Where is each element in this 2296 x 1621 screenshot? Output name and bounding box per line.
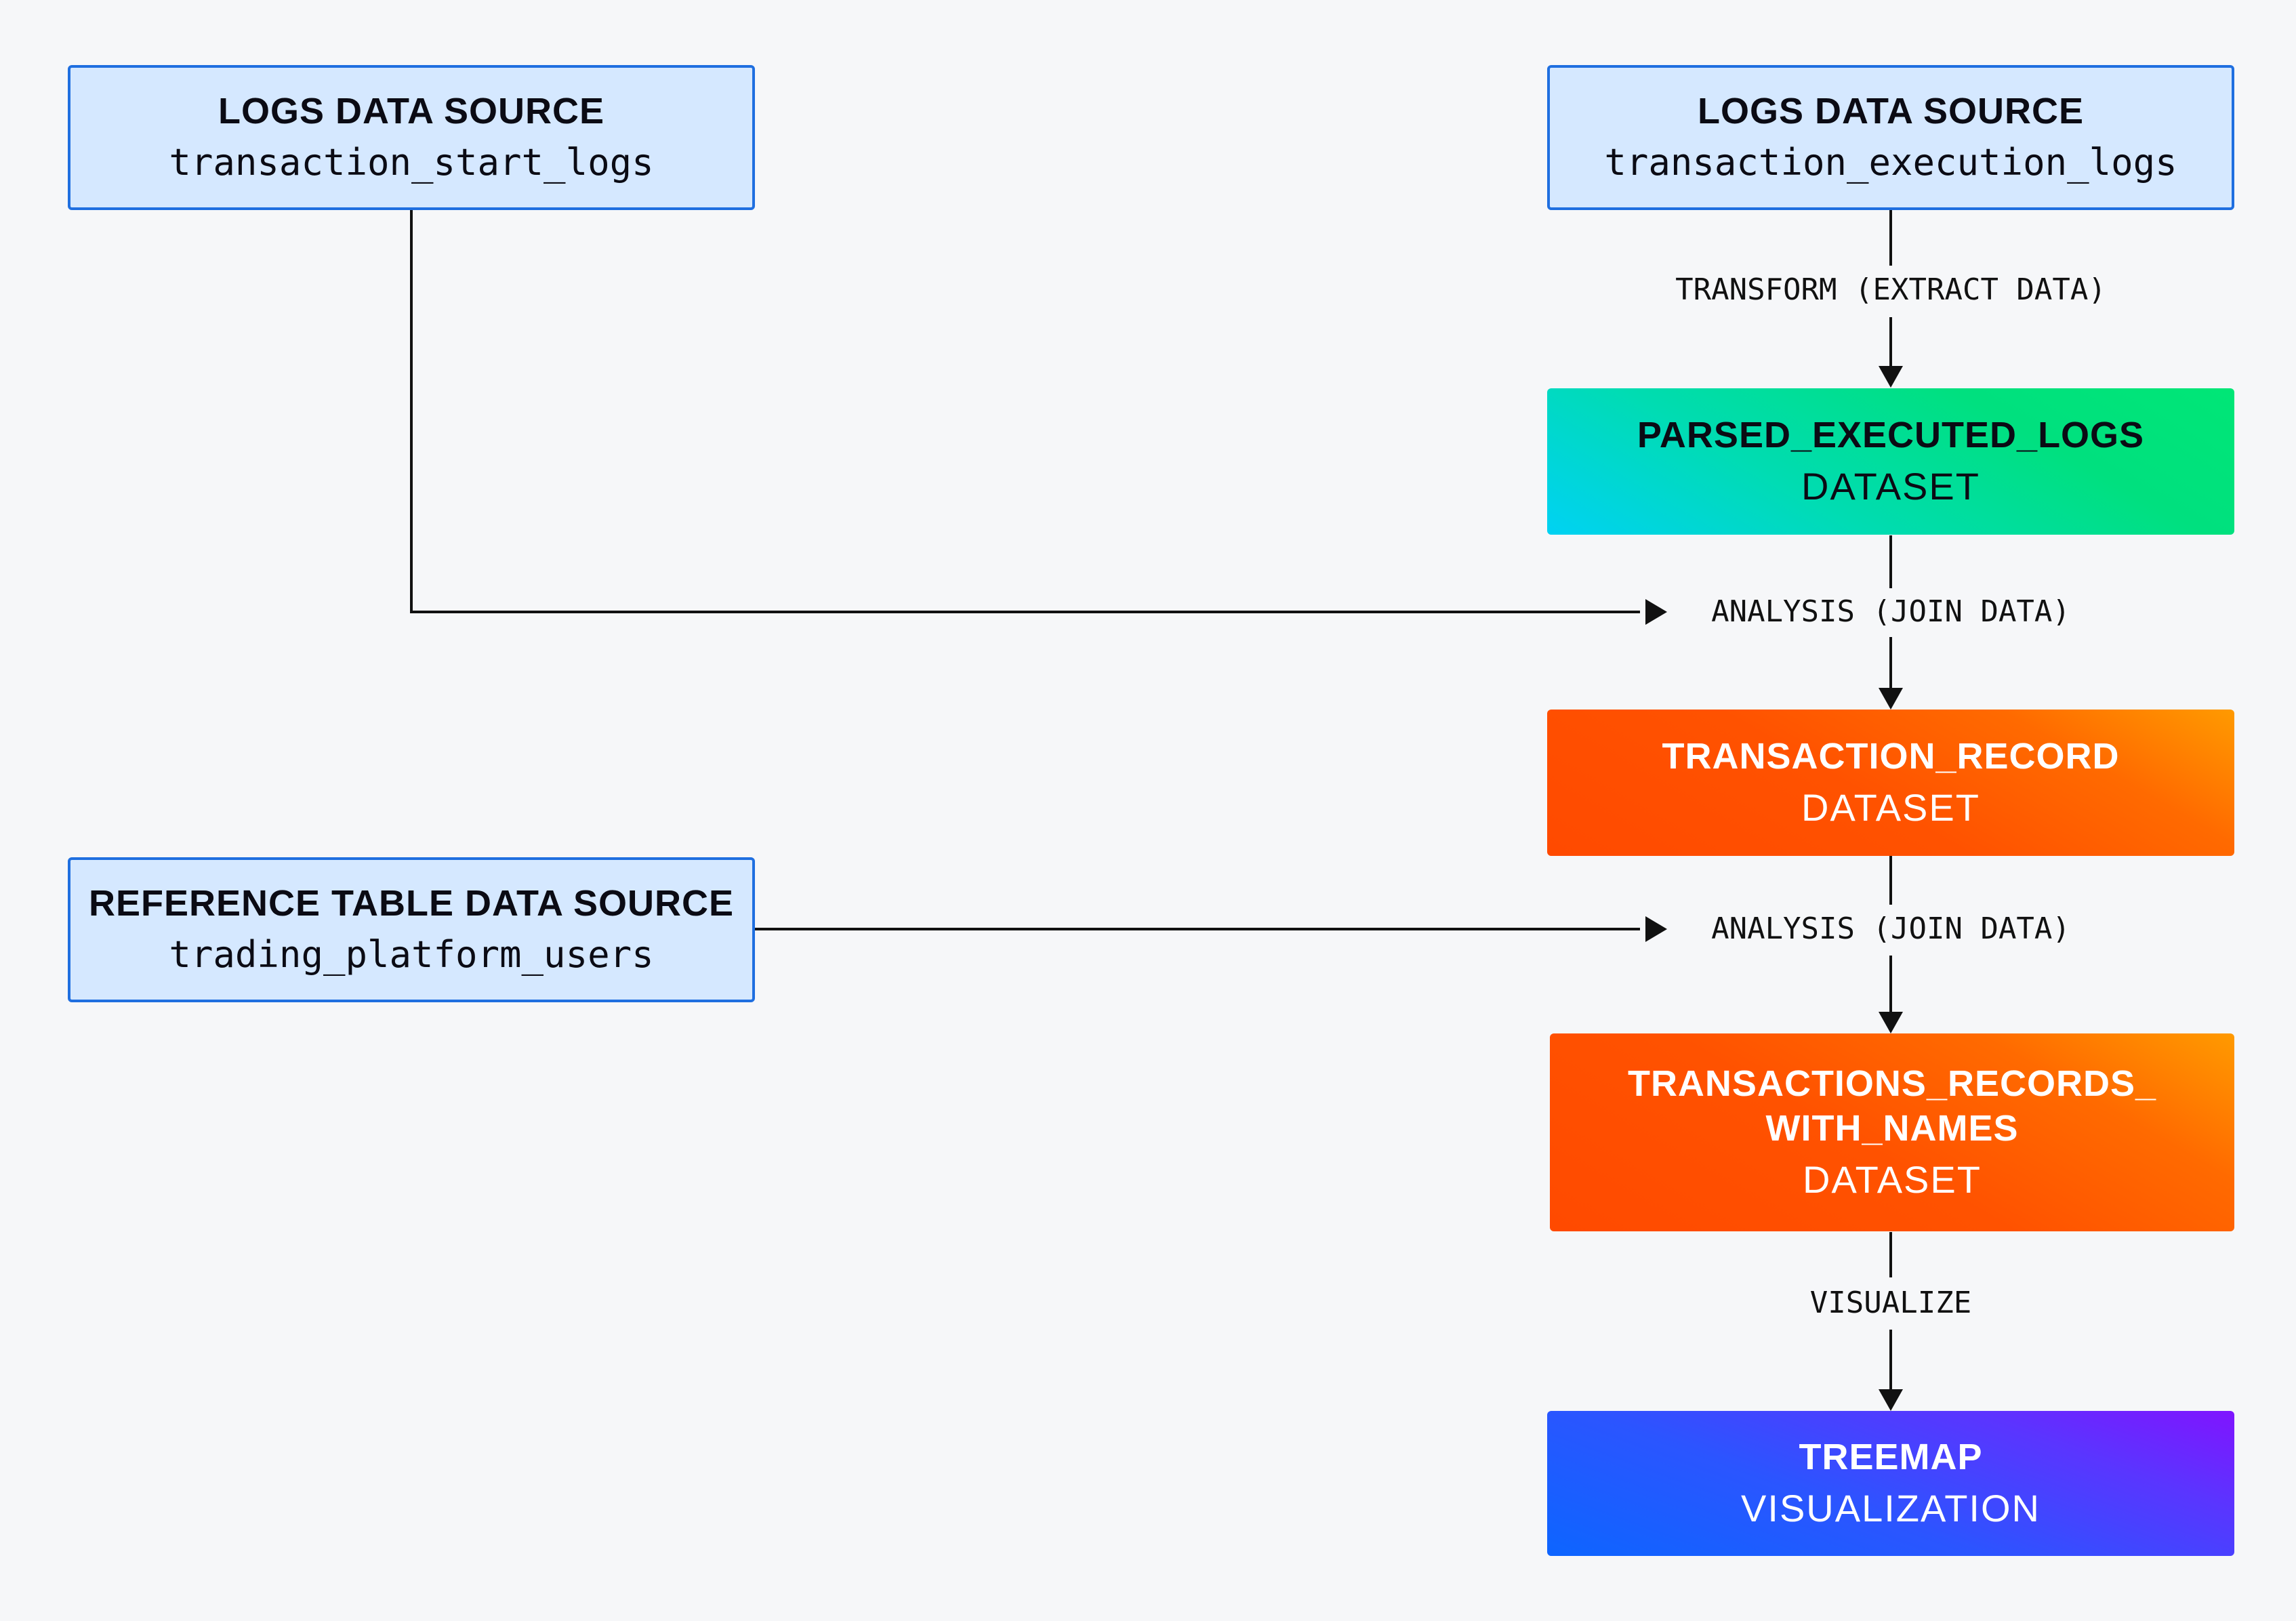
dataset-type-label: DATASET [1801, 786, 1980, 829]
source-name: trading_platform_users [169, 933, 654, 976]
edge-label-join-2: ANALYSIS (JOIN DATA) [1702, 910, 2080, 948]
visualization-node-treemap[interactable]: TREEMAP VISUALIZATION [1547, 1411, 2234, 1556]
connector-start-logs-to-join-1 [410, 209, 1640, 613]
source-type-label: LOGS DATA SOURCE [218, 91, 604, 131]
dataset-type-label: DATASET [1801, 465, 1980, 508]
arrowhead-start-logs-to-join-1 [1645, 599, 1667, 625]
dataset-name: TRANSACTION_RECORD [1662, 736, 2120, 777]
edge-label-visualize: VISUALIZE [1800, 1284, 1982, 1322]
arrowhead-to-transaction-record [1879, 688, 1903, 710]
arrowhead-users-to-join-2 [1645, 916, 1667, 942]
dataset-name: PARSED_EXECUTED_LOGS [1637, 415, 2145, 455]
edge-label-join-1: ANALYSIS (JOIN DATA) [1702, 593, 2080, 631]
source-node-start-logs[interactable]: LOGS DATA SOURCE transaction_start_logs [68, 65, 755, 210]
arrowhead-to-parsed [1879, 366, 1903, 388]
source-name: transaction_execution_logs [1604, 141, 2177, 184]
source-node-execution-logs[interactable]: LOGS DATA SOURCE transaction_execution_l… [1547, 65, 2234, 210]
edge-label-transform: TRANSFORM (EXTRACT DATA) [1666, 271, 2116, 309]
visualization-type-label: VISUALIZATION [1741, 1487, 2041, 1530]
visualization-name: TREEMAP [1799, 1437, 1983, 1477]
arrowhead-to-treemap [1879, 1389, 1903, 1411]
dataset-node-transactions-records-with-names[interactable]: TRANSACTIONS_RECORDS_ WITH_NAMES DATASET [1550, 1033, 2234, 1231]
arrowhead-to-records-with-names [1879, 1012, 1903, 1033]
dataset-name-line-2: WITH_NAMES [1765, 1108, 2019, 1149]
source-node-users[interactable]: REFERENCE TABLE DATA SOURCE trading_plat… [68, 857, 755, 1002]
source-name: transaction_start_logs [169, 141, 654, 184]
source-type-label: REFERENCE TABLE DATA SOURCE [88, 883, 734, 924]
dataset-name-line-1: TRANSACTIONS_RECORDS_ [1627, 1063, 2157, 1104]
dataset-type-label: DATASET [1803, 1158, 1982, 1201]
dataset-node-parsed-executed-logs[interactable]: PARSED_EXECUTED_LOGS DATASET [1547, 388, 2234, 535]
source-type-label: LOGS DATA SOURCE [1697, 91, 2084, 131]
dataset-node-transaction-record[interactable]: TRANSACTION_RECORD DATASET [1547, 710, 2234, 856]
